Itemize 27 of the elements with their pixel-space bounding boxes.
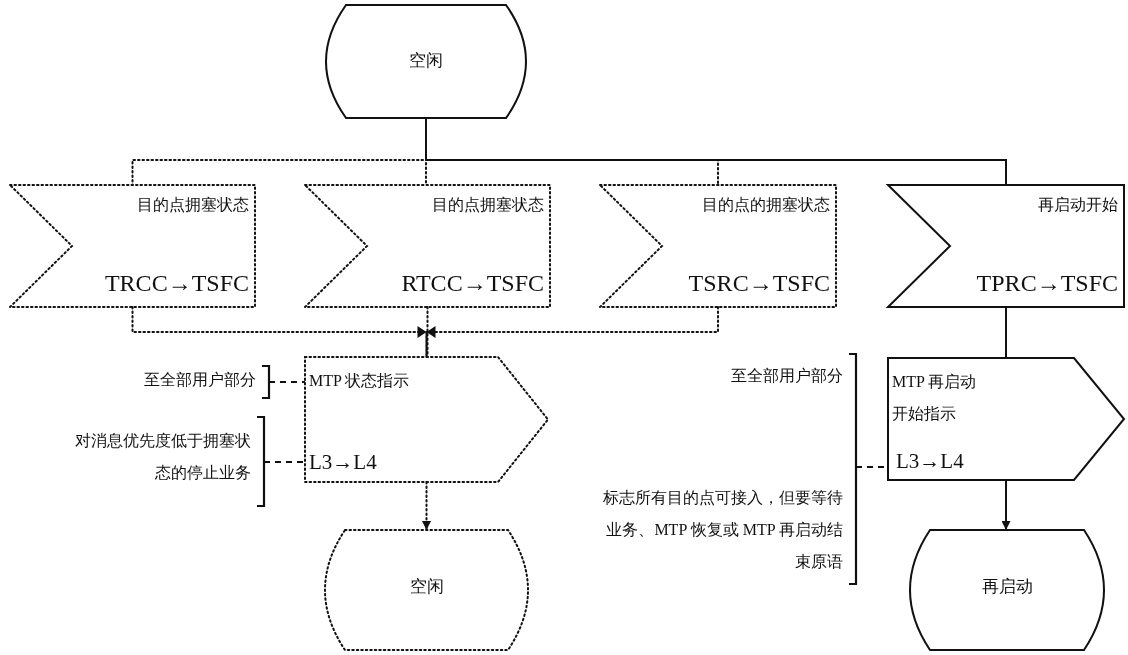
node-label: 空闲 xyxy=(408,576,445,598)
node-label: 空闲 xyxy=(408,50,444,72)
node-label: MTP 再启动开始指示 xyxy=(892,372,978,424)
comment-text: 至全部用户部分 xyxy=(144,370,256,390)
node-label: 再启动开始 xyxy=(1038,195,1118,215)
node-label: 再启动 xyxy=(980,576,1034,598)
signal-label: TPRC→TSFC xyxy=(976,269,1118,298)
flow-line xyxy=(425,306,719,358)
flow-line xyxy=(131,306,428,358)
signal-label: TRCC→TSFC xyxy=(104,269,249,298)
signal-label: TSRC→TSFC xyxy=(688,269,830,298)
comment-connector xyxy=(263,461,306,463)
signal-label: RTCC→TSFC xyxy=(401,269,544,298)
comment-text: 标志所有目的点可接入，但要等待业务、MTP 恢复或 MTP 再启动结束原语 xyxy=(602,488,843,572)
flow-line xyxy=(1001,479,1011,531)
comment-text: 至全部用户部分 xyxy=(731,366,843,386)
flow-line xyxy=(1005,306,1007,359)
node-label: 目的点的拥塞状态 xyxy=(702,195,830,215)
comment-connector xyxy=(268,381,306,383)
flow-line xyxy=(425,117,1007,186)
signal-label: L3→L4 xyxy=(896,448,964,475)
flow-line xyxy=(422,481,431,531)
node-label: 目的点拥塞状态 xyxy=(137,195,249,215)
signal-label: L3→L4 xyxy=(309,449,377,476)
comment-text: 对消息优先度低于拥塞状态的停止业务 xyxy=(74,431,251,483)
node-label: 目的点拥塞状态 xyxy=(432,195,544,215)
node-label: MTP 状态指示 xyxy=(309,371,410,391)
